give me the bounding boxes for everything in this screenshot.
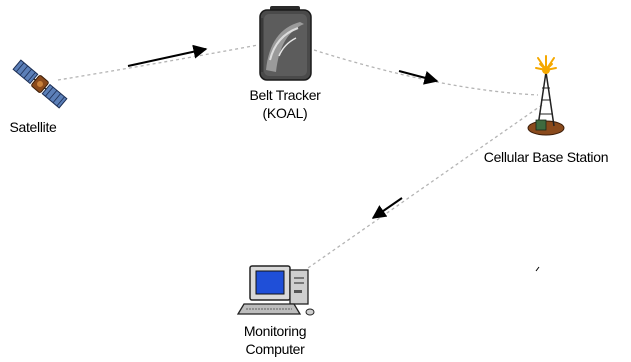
arrow-satellite-to-tracker — [127, 44, 208, 67]
link-station-to-computer — [307, 104, 543, 269]
belt-tracker-label-line2: (KOAL) — [262, 105, 308, 121]
cellular-base-station-label: Cellular Base Station — [483, 149, 609, 165]
satellite-icon — [12, 59, 68, 109]
stray-mark — [535, 266, 540, 272]
cell-tower-icon — [527, 55, 565, 136]
monitoring-computer-label-line2: Computer — [245, 341, 305, 357]
belt-tracker-device-icon — [259, 6, 312, 81]
monitoring-computer-label: Monitoring Computer — [220, 322, 330, 358]
desktop-computer-icon — [236, 265, 315, 316]
satellite-label: Satellite — [9, 119, 57, 135]
arrow-station-to-computer — [371, 197, 403, 219]
link-satellite-to-tracker — [57, 44, 259, 81]
monitoring-computer-label-line1: Monitoring — [243, 323, 307, 339]
arrow-tracker-to-station — [398, 70, 439, 85]
belt-tracker-label-line1: Belt Tracker — [249, 87, 321, 103]
belt-tracker-label: Belt Tracker (KOAL) — [230, 86, 340, 122]
link-tracker-to-station — [313, 49, 539, 96]
